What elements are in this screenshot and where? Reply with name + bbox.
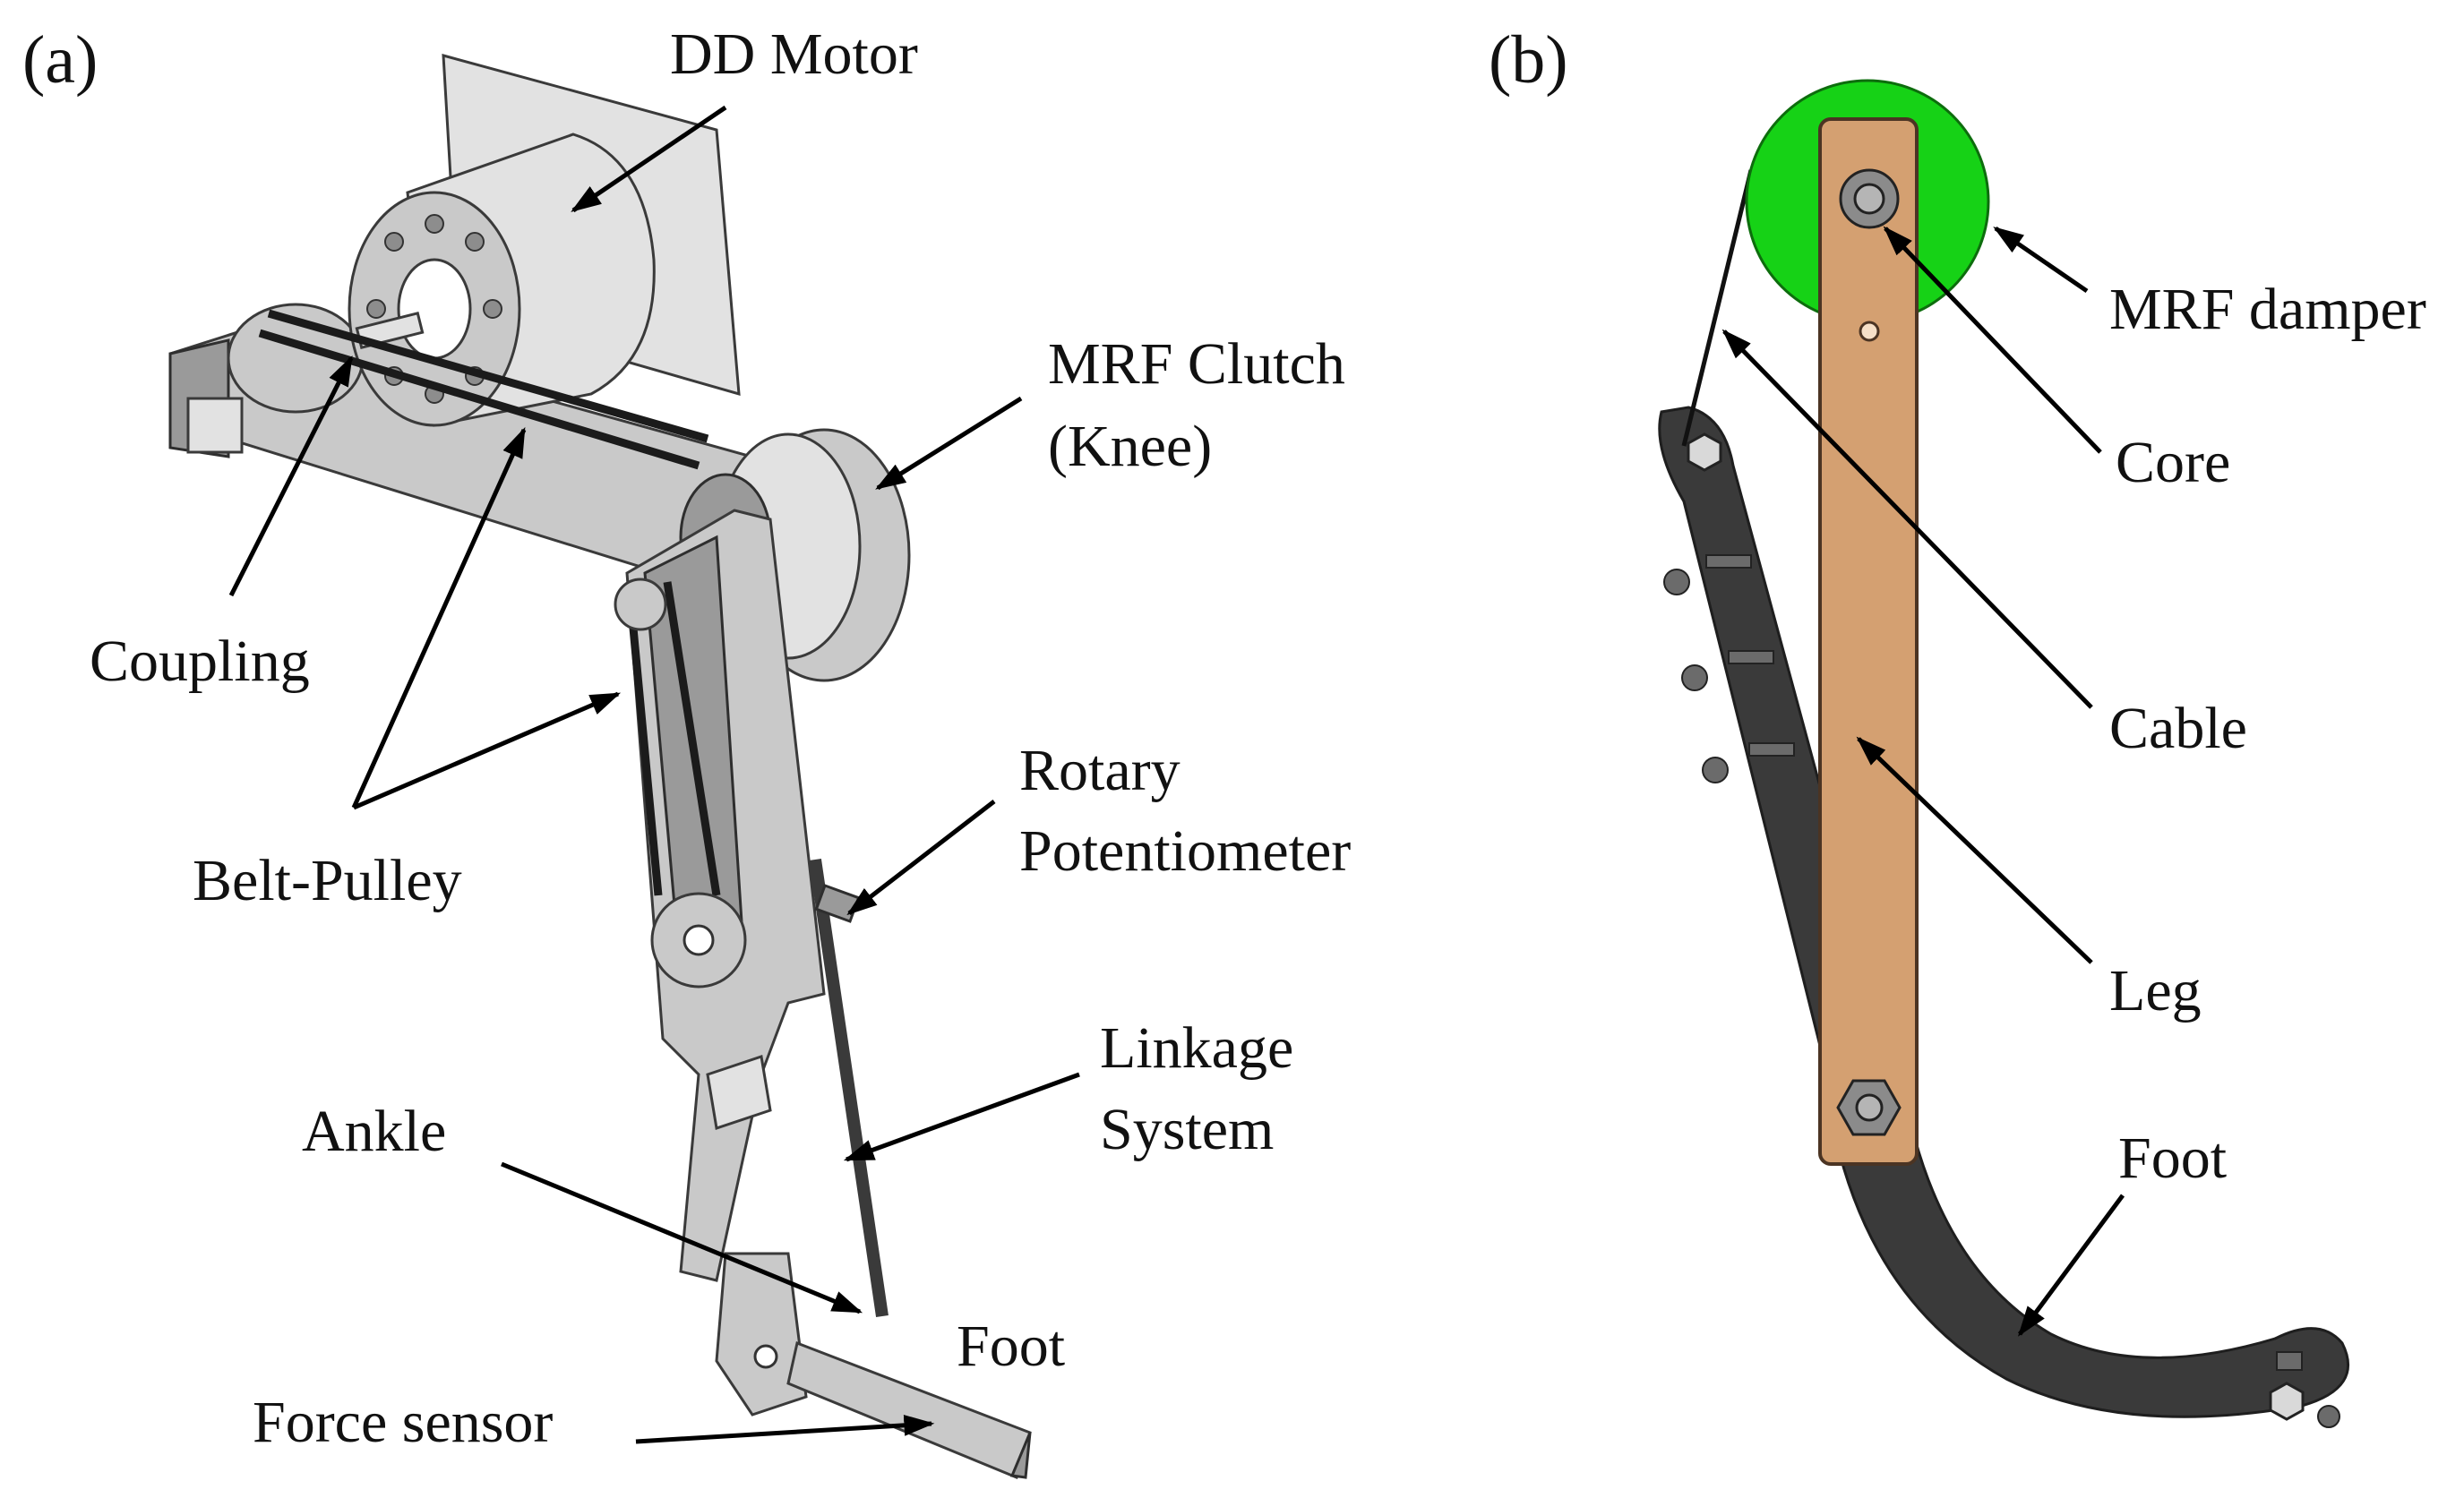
leg-bottom-bolt bbox=[1855, 1093, 1884, 1122]
label-mrf-clutch-line1: MRF Clutch bbox=[1048, 331, 1345, 397]
foot-top-nut bbox=[1687, 432, 1722, 472]
foot-tip bbox=[1009, 1432, 1032, 1479]
leg-bar bbox=[1818, 117, 1919, 1166]
arrow-ankle bbox=[501, 1161, 863, 1314]
label-linkage-line2: System bbox=[1100, 1097, 1274, 1162]
leg-hole bbox=[1859, 321, 1880, 342]
label-mrf-clutch-line2: (Knee) bbox=[1048, 414, 1212, 479]
label-leg: Leg bbox=[2109, 958, 2202, 1023]
ankle-block bbox=[706, 1055, 772, 1130]
label-rotary-line1: Rotary bbox=[1019, 738, 1180, 803]
label-coupling: Coupling bbox=[90, 629, 310, 694]
arrow-mrf-clutch bbox=[875, 396, 1023, 491]
ankle-link bbox=[715, 1252, 808, 1417]
foot-toe-pin bbox=[2317, 1405, 2340, 1428]
label-foot-a: Foot bbox=[957, 1314, 1065, 1379]
label-mrf-damper: MRF damper bbox=[2109, 277, 2426, 342]
arrow-core bbox=[1883, 226, 2102, 454]
arrow-linkage bbox=[843, 1072, 1080, 1162]
arrow-coupling bbox=[228, 355, 354, 597]
belt-lower-right bbox=[663, 581, 721, 896]
foot-bolts bbox=[1663, 554, 1795, 783]
label-linkage-line1: Linkage bbox=[1100, 1015, 1293, 1081]
shank-top-pulley bbox=[614, 578, 667, 631]
label-foot-b: Foot bbox=[2118, 1126, 2227, 1191]
arrow-force-sensor bbox=[635, 1414, 935, 1444]
ankle-joint-hole bbox=[753, 1344, 778, 1369]
arrow-leg bbox=[1856, 736, 2093, 964]
arrow-rotary-potentiometer bbox=[846, 800, 996, 916]
foot-toe-nut bbox=[2269, 1382, 2305, 1421]
arrow-mrf-damper bbox=[1993, 226, 2089, 294]
panel-a: (a) bbox=[22, 21, 1351, 1480]
label-rotary-line2: Potentiometer bbox=[1019, 818, 1351, 884]
label-force-sensor: Force sensor bbox=[253, 1390, 553, 1455]
arrow-dd-motor bbox=[571, 105, 727, 213]
arrow-cable bbox=[1721, 329, 2093, 709]
label-dd-motor: DD Motor bbox=[670, 21, 918, 87]
dd-motor-hub bbox=[397, 258, 472, 360]
label-belt-pulley: Belt-Pulley bbox=[193, 848, 462, 913]
arrow-belt-pulley-upper bbox=[351, 426, 527, 809]
label-cable: Cable bbox=[2109, 696, 2247, 761]
arrow-foot-b bbox=[2017, 1194, 2125, 1337]
panel-b-tag: (b) bbox=[1489, 22, 1568, 98]
belt-lower-left bbox=[627, 608, 663, 896]
coupling-block bbox=[186, 397, 244, 454]
belt-upper-top bbox=[267, 309, 709, 443]
linkage-rod bbox=[809, 858, 889, 1318]
arrow-belt-pulley-lower bbox=[353, 691, 622, 810]
panel-a-tag: (a) bbox=[22, 22, 98, 98]
core-bolt-inner bbox=[1853, 183, 1885, 215]
panel-b: (b) MRF damper Core Cable Leg Foot bbox=[1489, 22, 2426, 1428]
foot-toe-bolt bbox=[2276, 1351, 2303, 1371]
belt-upper-bottom bbox=[258, 329, 700, 470]
pulley-hub bbox=[683, 924, 715, 956]
cable bbox=[1681, 169, 1754, 447]
label-ankle: Ankle bbox=[302, 1099, 446, 1164]
label-core: Core bbox=[2116, 430, 2230, 495]
foot-shape bbox=[1658, 406, 2350, 1418]
